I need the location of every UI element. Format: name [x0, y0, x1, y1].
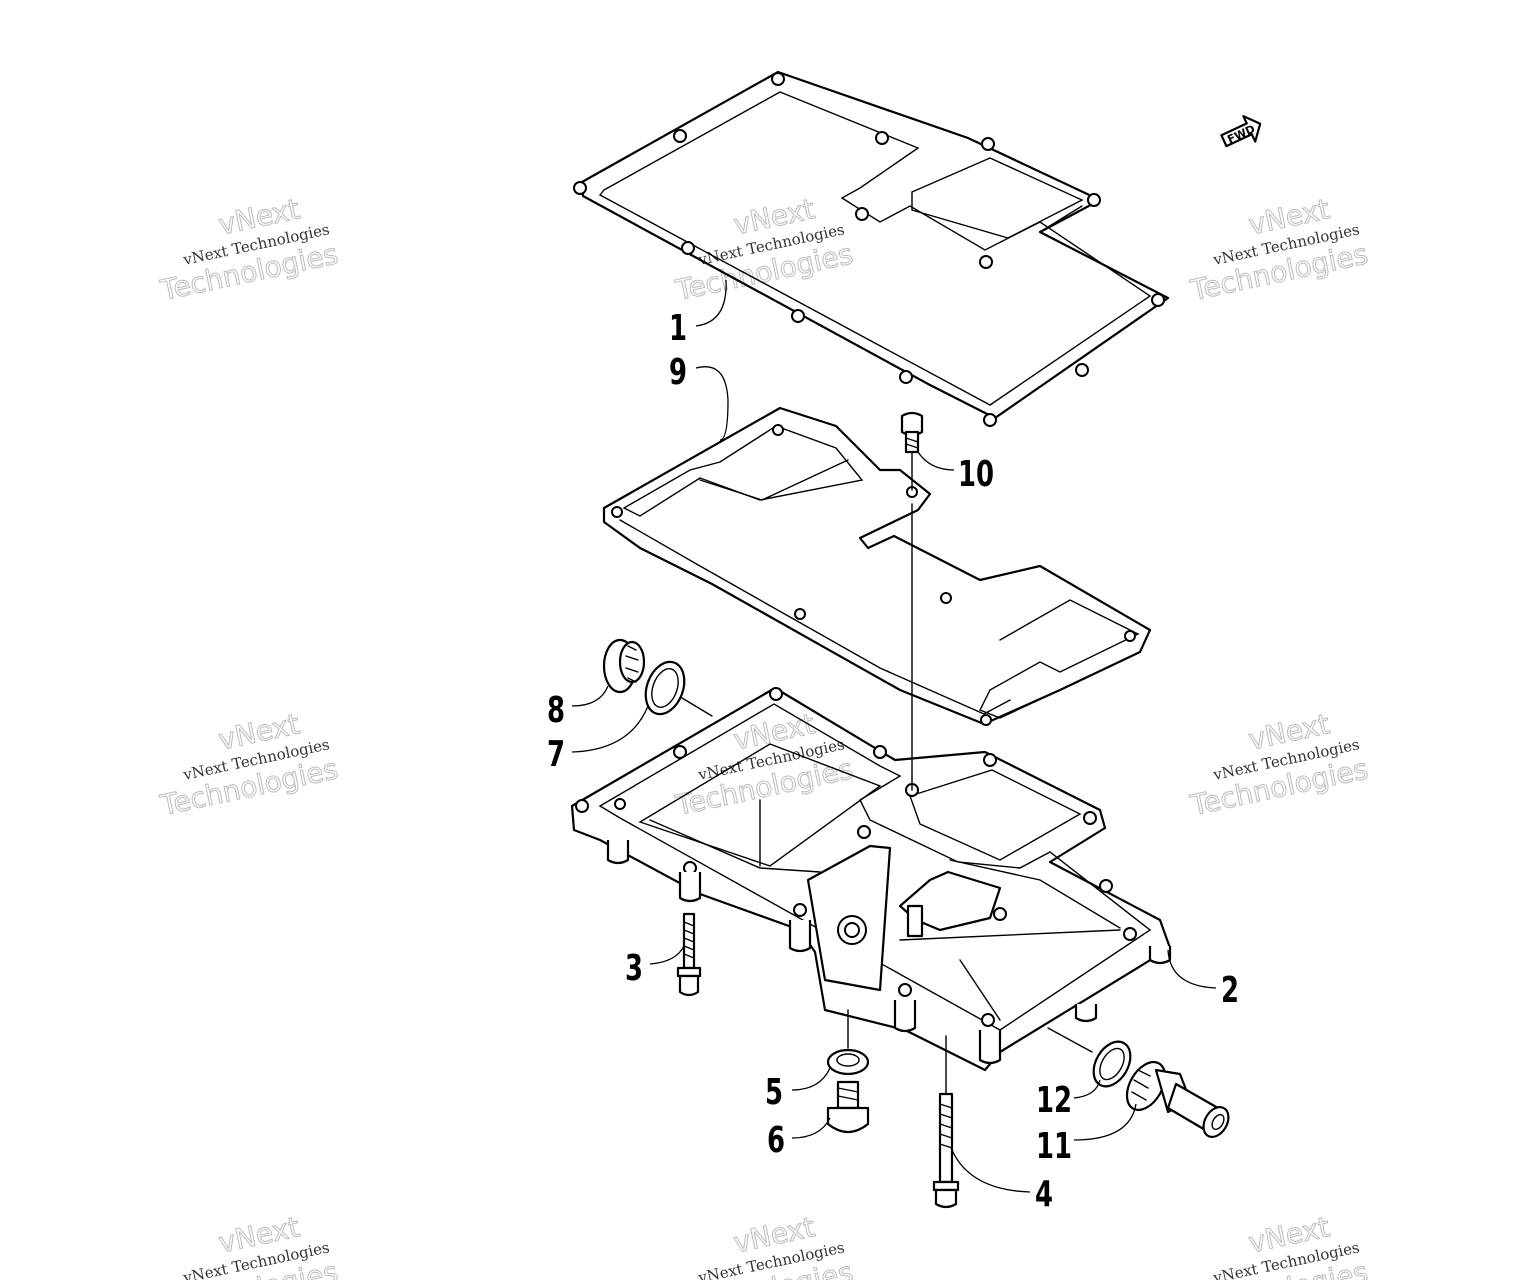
watermark: vNext vNext Technologies Technologies — [157, 192, 342, 308]
short-bolt — [676, 912, 702, 997]
watermark: vNext vNext Technologies Technologies — [1187, 192, 1372, 308]
long-bolt — [932, 1035, 960, 1209]
callout-11: 11 — [1036, 1126, 1072, 1167]
watermark: vNext vNext Technologies Technologies — [1187, 1210, 1372, 1280]
drain-washer — [826, 1009, 870, 1076]
callout-9: 9 — [669, 352, 687, 393]
pan-bosses — [606, 840, 1172, 1065]
callout-4: 4 — [1035, 1174, 1053, 1215]
plug-cap — [602, 638, 646, 694]
drain-plug — [826, 1080, 870, 1134]
oil-pan — [570, 686, 1172, 1072]
watermark: vNext vNext Technologies Technologies — [157, 1210, 342, 1280]
leader-lines — [571, 279, 1217, 1193]
gasket-bolt-holes — [573, 72, 1165, 427]
callout-3: 3 — [625, 948, 643, 989]
baffle-bolt — [900, 411, 924, 491]
watermark: vNext vNext Technologies Technologies — [672, 1210, 857, 1280]
hose-fitting — [1125, 1061, 1230, 1139]
callout-5: 5 — [765, 1072, 783, 1113]
callout-2: 2 — [1221, 970, 1239, 1011]
watermark: vNext vNext Technologies Technologies — [157, 707, 342, 823]
callouts: 1 9 10 8 7 3 2 5 6 12 11 4 — [547, 308, 1239, 1215]
upper-gasket — [573, 70, 1170, 427]
fwd-arrow-icon: FWD — [1220, 115, 1262, 148]
callout-6: 6 — [767, 1120, 785, 1161]
baffle-holes — [611, 424, 1136, 726]
o-ring — [644, 660, 713, 717]
callout-12: 12 — [1036, 1080, 1072, 1121]
baffle-plate — [602, 406, 1152, 726]
callout-10: 10 — [958, 454, 994, 495]
callout-7: 7 — [547, 734, 565, 775]
watermark: vNext vNext Technologies Technologies — [1187, 707, 1372, 823]
callout-1: 1 — [669, 308, 687, 349]
callout-8: 8 — [547, 690, 565, 731]
fitting-o-ring — [1047, 1027, 1132, 1088]
pan-bolt-holes — [575, 687, 1137, 1027]
